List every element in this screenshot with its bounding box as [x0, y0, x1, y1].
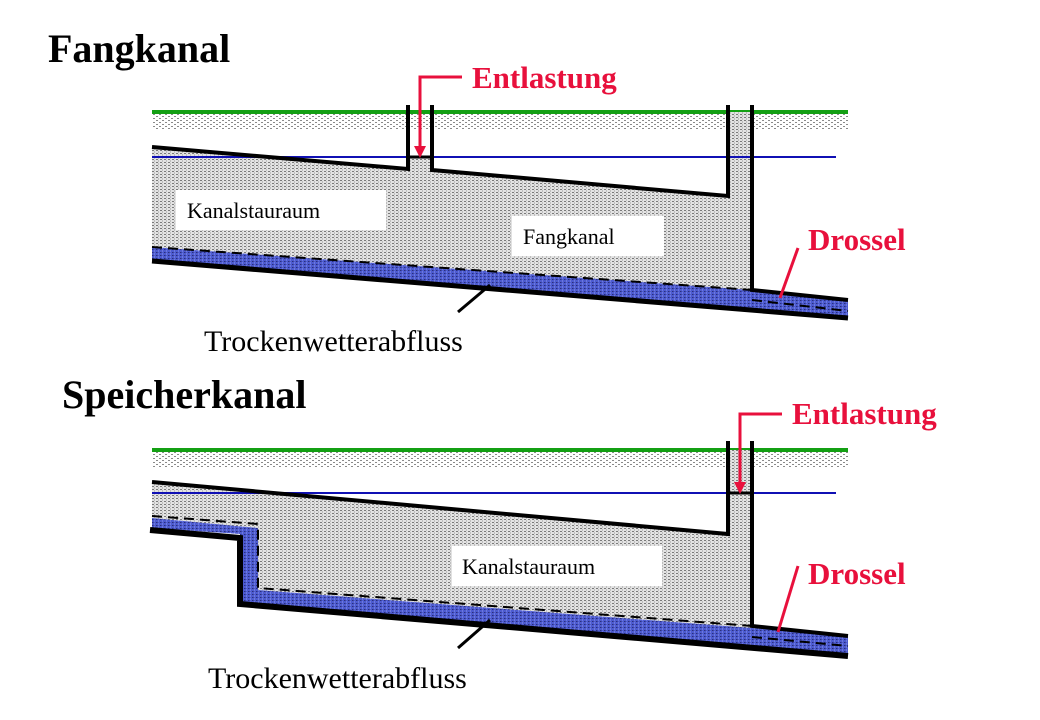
fangkanal-flow-surface	[151, 246, 753, 291]
fangkanal-drossel-label: Drossel	[808, 222, 906, 257]
speicherkanal-storage-label: Kanalstauraum	[462, 554, 595, 579]
fangkanal-throttle-wall	[750, 105, 849, 302]
fangkanal-entlastung-arrow	[418, 75, 462, 150]
fangkanal-inner-label: Fangkanal	[523, 224, 615, 249]
fangkanal-diagram: Fangkanal Entlastung Drossel Kanalstaura	[48, 26, 906, 358]
speicherkanal-flow-surface	[151, 515, 753, 627]
speicherkanal-entlastung-label: Entlastung	[792, 396, 937, 431]
fangkanal-entlastung-label: Entlastung	[472, 60, 617, 95]
speicherkanal-diagram: Speicherkanal Entlastung Drossel Kanalst…	[62, 372, 937, 695]
fangkanal-drossel-pointer	[778, 247, 800, 299]
speicherkanal-dry-flow	[152, 518, 848, 656]
fangkanal-soil	[152, 112, 848, 129]
speicherkanal-title: Speicherkanal	[62, 372, 306, 417]
speicherkanal-flow-surface-out	[751, 636, 849, 647]
speicherkanal-pipe-crown	[151, 441, 730, 537]
fangkanal-dry-weather-pointer	[457, 283, 491, 314]
fangkanal-storage-box	[176, 190, 386, 230]
fangkanal-entlastung-arrowhead	[414, 146, 426, 158]
fangkanal-pipe-crown-2	[430, 105, 730, 199]
speicherkanal-dry-weather-label: Trockenwetterabfluss	[208, 662, 467, 695]
speicherkanal-entlastung-arrow	[738, 412, 782, 486]
fangkanal-storage-label: Kanalstauraum	[187, 198, 320, 223]
fangkanal-pipe-crown-1	[151, 105, 410, 172]
speicherkanal-storage-box	[452, 546, 662, 586]
fangkanal-dry-flow	[152, 247, 848, 318]
speicherkanal-throttle-wall	[750, 441, 849, 638]
speicherkanal-drossel-label: Drossel	[808, 556, 906, 591]
speicherkanal-dry-weather-pointer	[457, 618, 491, 650]
speicherkanal-invert	[149, 527, 849, 659]
fangkanal-invert	[151, 258, 849, 321]
fangkanal-inner-box	[512, 216, 664, 256]
fangkanal-dry-weather-label: Trockenwetterabfluss	[204, 325, 463, 358]
fangkanal-flow-surface-out	[751, 299, 849, 312]
speicherkanal-soil	[152, 450, 848, 468]
speicherkanal-drossel-pointer	[776, 565, 800, 633]
speicherkanal-entlastung-arrowhead	[734, 482, 746, 494]
fangkanal-title: Fangkanal	[48, 26, 230, 71]
